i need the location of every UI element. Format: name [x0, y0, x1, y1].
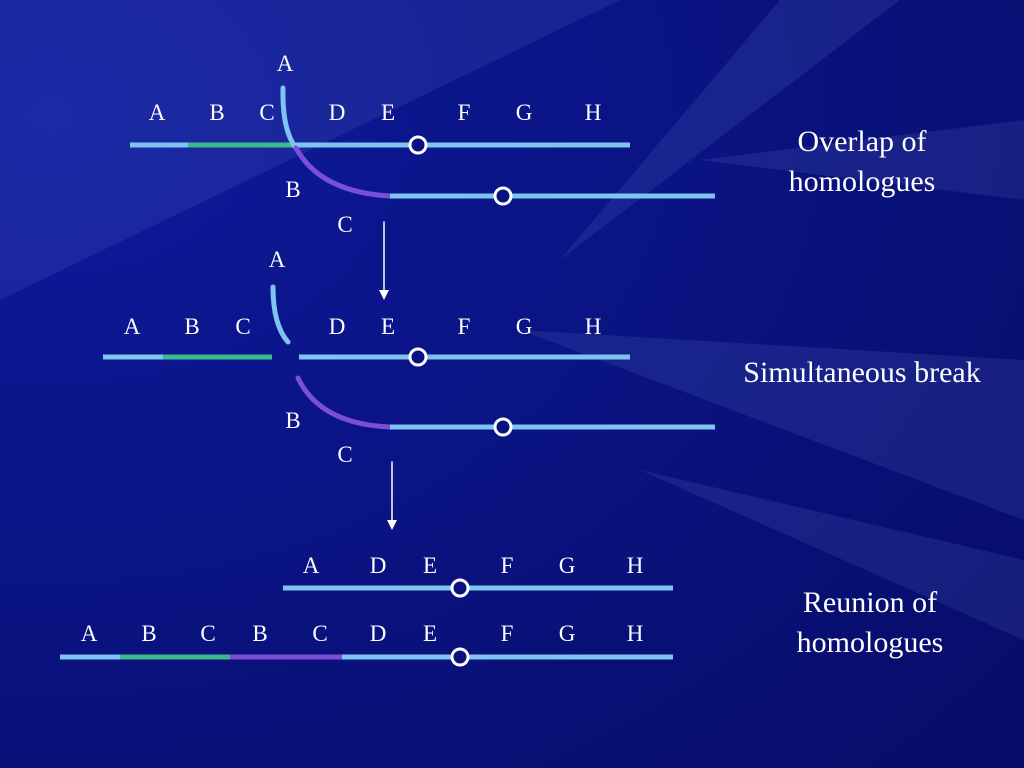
- stage3-short-label-e: E: [422, 553, 438, 578]
- stage3-long-label-c1: C: [200, 621, 216, 646]
- stage3-long-label-e: E: [422, 621, 438, 646]
- stage2-label-e: E: [380, 314, 396, 339]
- stage2-label-c: C: [235, 314, 251, 339]
- stage3-long-label-g: G: [558, 621, 576, 646]
- stage1-crossover-arc-top: [280, 85, 299, 151]
- stage3-long-label-c2: C: [312, 621, 328, 646]
- caption-simultaneous-break: Simultaneous break: [743, 356, 981, 389]
- stage2-cross-label-a: A: [268, 247, 286, 272]
- stage1-label-e: E: [380, 100, 396, 125]
- stage1-lower-label-c: C: [337, 212, 353, 237]
- stage2-chromosomes: [103, 284, 715, 437]
- stage3-long-label-a: A: [80, 621, 98, 646]
- stage3-chromosomes: [60, 578, 673, 667]
- stage2-label-h: H: [584, 314, 602, 339]
- stage3-short-label-f: F: [500, 553, 514, 578]
- stage1-label-c: C: [259, 100, 275, 125]
- stage3-short-label-d: D: [369, 553, 387, 578]
- stage2-broken-arc-top: [270, 284, 291, 345]
- stage1-label-d: D: [328, 100, 346, 125]
- stage2-label-b: B: [184, 314, 200, 339]
- stage3-short-label-a: A: [302, 553, 320, 578]
- stage2-broken-arc-lower: [295, 375, 393, 430]
- stage1-label-h: H: [584, 100, 602, 125]
- stage1-top-centromere: [408, 135, 428, 155]
- stage1-cross-label-a: A: [276, 51, 294, 76]
- stage3-short-label-g: G: [558, 553, 576, 578]
- stage2-label-f: F: [457, 314, 471, 339]
- stage3-long-label-h: H: [626, 621, 644, 646]
- stage3-long-label-d: D: [369, 621, 387, 646]
- stage3-short-centromere: [450, 578, 470, 598]
- stage2-lower-label-b: B: [285, 408, 301, 433]
- stage2-label-g: G: [515, 314, 533, 339]
- stage1-label-f: F: [457, 100, 471, 125]
- caption-overlap: Overlap of homologues: [788, 125, 936, 198]
- arrow-stage1-to-2: [379, 221, 389, 300]
- stage2-lower-label-c: C: [337, 442, 353, 467]
- stage2-lower-centromere: [493, 417, 513, 437]
- stage2-label-a: A: [123, 314, 141, 339]
- stage3-long-centromere: [450, 647, 470, 667]
- stage3-long-label-b1: B: [141, 621, 157, 646]
- stage1-label-a: A: [148, 100, 166, 125]
- stage1-crossover-arc-lower: [293, 145, 393, 199]
- stage2-top-centromere: [408, 347, 428, 367]
- caption-reunion: Reunion of homologues: [796, 586, 944, 659]
- stage1-chromosomes: [130, 85, 715, 206]
- stage1-label-g: G: [515, 100, 533, 125]
- stage3-short-label-h: H: [626, 553, 644, 578]
- stage3-long-label-b2: B: [252, 621, 268, 646]
- stage1-label-b: B: [209, 100, 225, 125]
- stage1-lower-centromere: [493, 186, 513, 206]
- stage1-lower-label-b: B: [285, 177, 301, 202]
- arrow-stage2-to-3: [387, 461, 397, 530]
- stage3-long-label-f: F: [500, 621, 514, 646]
- stage2-label-d: D: [328, 314, 346, 339]
